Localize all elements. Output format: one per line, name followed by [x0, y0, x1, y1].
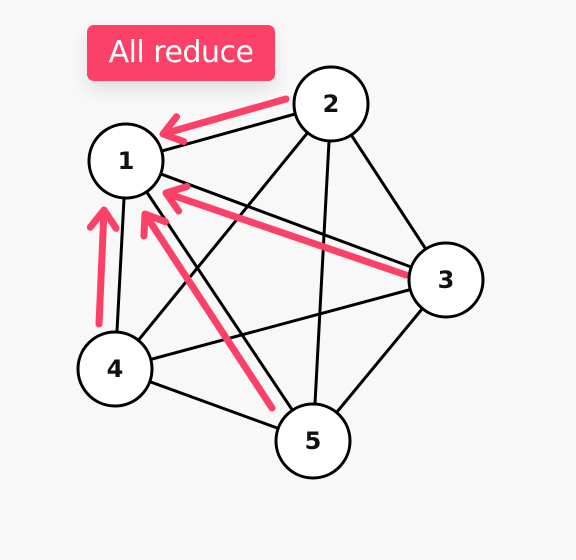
node-5: 5 — [274, 402, 352, 480]
arrow-2-to-1 — [159, 95, 290, 146]
edge-2-4 — [113, 103, 333, 370]
nodes: 1 2 3 4 5 — [76, 65, 485, 480]
edge-1-3 — [125, 159, 447, 282]
node-circle-5 — [274, 402, 352, 480]
arrow-5-to-1 — [140, 210, 276, 412]
node-label-4: 4 — [107, 355, 124, 383]
node-1: 1 — [87, 122, 165, 200]
node-2: 2 — [292, 65, 370, 143]
arrow-3-to-1 — [162, 183, 410, 279]
edge-2-5 — [311, 103, 333, 442]
node-circle-1 — [87, 122, 165, 200]
edge-1-5 — [124, 160, 315, 442]
node-label-5: 5 — [305, 427, 322, 455]
node-label-2: 2 — [323, 90, 340, 118]
node-circle-4 — [76, 330, 154, 408]
node-label-3: 3 — [438, 266, 455, 294]
arrows — [86, 95, 410, 412]
node-label-1: 1 — [118, 147, 135, 175]
node-4: 4 — [76, 330, 154, 408]
edge-3-4 — [114, 278, 447, 371]
node-3: 3 — [407, 241, 485, 319]
node-circle-2 — [292, 65, 370, 143]
title-badge: All reduce — [87, 25, 275, 81]
node-circle-3 — [407, 241, 485, 319]
arrow-4-to-1 — [86, 206, 120, 328]
